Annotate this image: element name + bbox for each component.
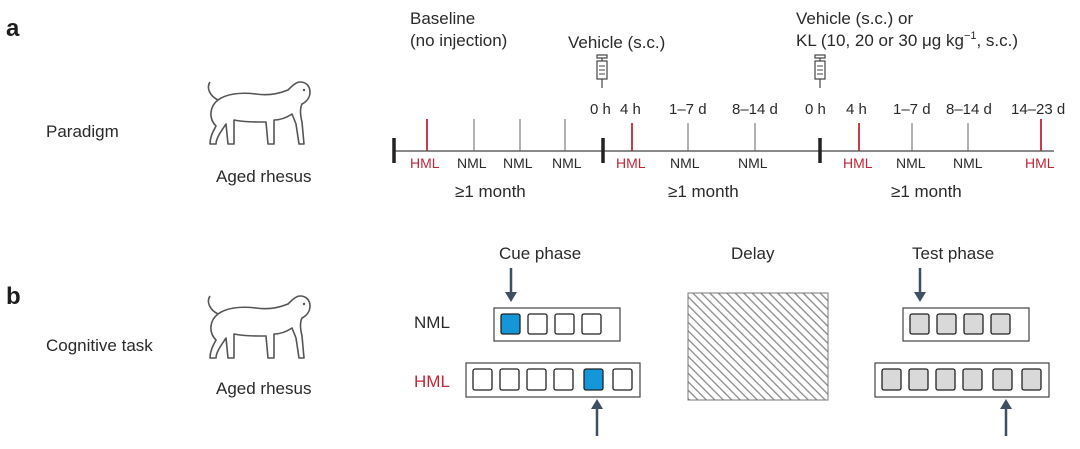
duration-label: ≥1 month [668, 182, 739, 201]
nml-label: NML [953, 155, 983, 171]
nml-label: NML [552, 155, 582, 171]
hml-label: HML [1025, 155, 1055, 171]
cue-square [499, 368, 520, 391]
hml-label: HML [616, 155, 646, 171]
test-square [992, 368, 1013, 391]
arrow-head [1000, 399, 1012, 409]
hml-label: HML [410, 155, 440, 171]
paradigm-label: Paradigm [46, 122, 119, 141]
cognitive-task-label: Cognitive task [46, 336, 153, 355]
test-square [935, 368, 956, 391]
panel-a: a Paradigm Aged rhesus Baseline (no inje… [6, 9, 1065, 201]
time-label: 1–7 d [893, 101, 931, 118]
duration-label: ≥1 month [455, 182, 526, 201]
duration-label: ≥1 month [891, 182, 962, 201]
syringe-icon [814, 54, 826, 89]
test-square [963, 313, 984, 335]
cue-square-highlight [500, 313, 521, 335]
delay-hatched-panel [687, 292, 829, 401]
cue-hml-box [465, 362, 641, 398]
vehicle-header: Vehicle (s.c.) [568, 33, 665, 52]
cue-square [527, 313, 548, 335]
panel-a-letter: a [6, 15, 20, 42]
cue-square-highlight [583, 368, 604, 391]
cue-square [581, 313, 602, 335]
syringe-icon [596, 54, 608, 89]
arrow-head [505, 292, 517, 302]
nml-label: NML [457, 155, 487, 171]
time-label: 0 h [590, 101, 611, 118]
monkey-icon [207, 295, 311, 359]
nml-label: NML [503, 155, 533, 171]
no-injection-header: (no injection) [410, 31, 507, 50]
time-label: 4 h [846, 101, 867, 118]
monkey-icon [207, 81, 311, 145]
nml-label: NML [670, 155, 700, 171]
kl-dose-header: KL (10, 20 or 30 μg kg−1, s.c.) [796, 30, 1018, 50]
time-label: 4 h [620, 101, 641, 118]
arrow-head [591, 399, 603, 409]
cue-square [554, 313, 575, 335]
panel-b: b Cognitive task Aged rhesus Cue phase D… [6, 244, 1050, 436]
test-square [881, 368, 902, 391]
cue-square [472, 368, 493, 391]
cue-square [553, 368, 574, 391]
time-label: 1–7 d [669, 101, 707, 118]
test-square [908, 368, 929, 391]
time-label: 14–23 d [1011, 101, 1065, 118]
cue-square [526, 368, 547, 391]
hml-row-label: HML [414, 372, 450, 391]
test-square [962, 368, 983, 391]
time-label: 0 h [805, 101, 826, 118]
test-square [936, 313, 957, 335]
nml-label: NML [896, 155, 926, 171]
time-label: 8–14 d [946, 101, 992, 118]
panel-b-letter: b [6, 283, 21, 310]
nml-row-label: NML [414, 313, 450, 332]
test-hml-box [874, 362, 1050, 398]
nml-label: NML [738, 155, 768, 171]
test-square [909, 313, 930, 335]
arrow-head [914, 292, 926, 302]
cue-square [612, 368, 633, 391]
test-square [1021, 368, 1042, 391]
baseline-header: Baseline [410, 9, 475, 28]
cue-phase-label: Cue phase [499, 244, 581, 263]
delay-label: Delay [731, 244, 775, 263]
aged-rhesus-label-b: Aged rhesus [216, 379, 311, 398]
time-label: 8–14 d [732, 101, 778, 118]
test-square [990, 313, 1011, 335]
test-phase-label: Test phase [912, 244, 994, 263]
vehicle-or-header: Vehicle (s.c.) or [796, 9, 913, 28]
hml-label: HML [843, 155, 873, 171]
aged-rhesus-label-a: Aged rhesus [216, 167, 311, 186]
